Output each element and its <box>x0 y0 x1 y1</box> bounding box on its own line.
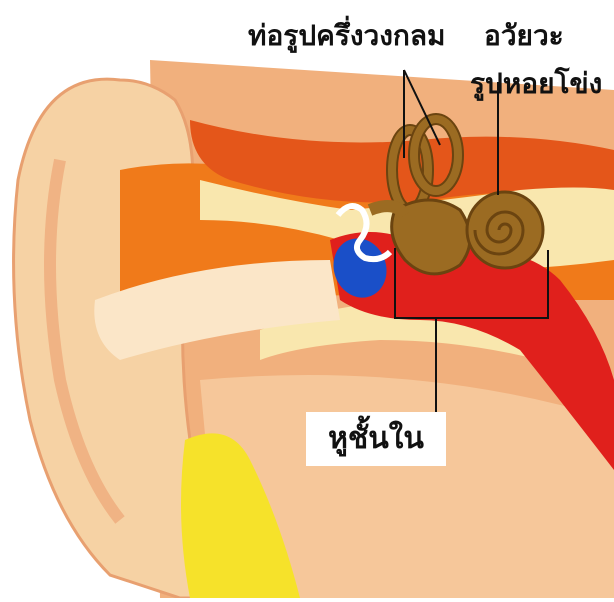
label-semicircular-canals: ท่อรูปครึ่งวงกลม <box>248 14 446 58</box>
label-cochlea-line1: อวัยวะ <box>484 14 564 58</box>
label-inner-ear: หูชั้นใน <box>306 412 446 466</box>
cochlea <box>467 192 543 268</box>
label-cochlea-line2: รูปหอยโข่ง <box>470 62 602 106</box>
